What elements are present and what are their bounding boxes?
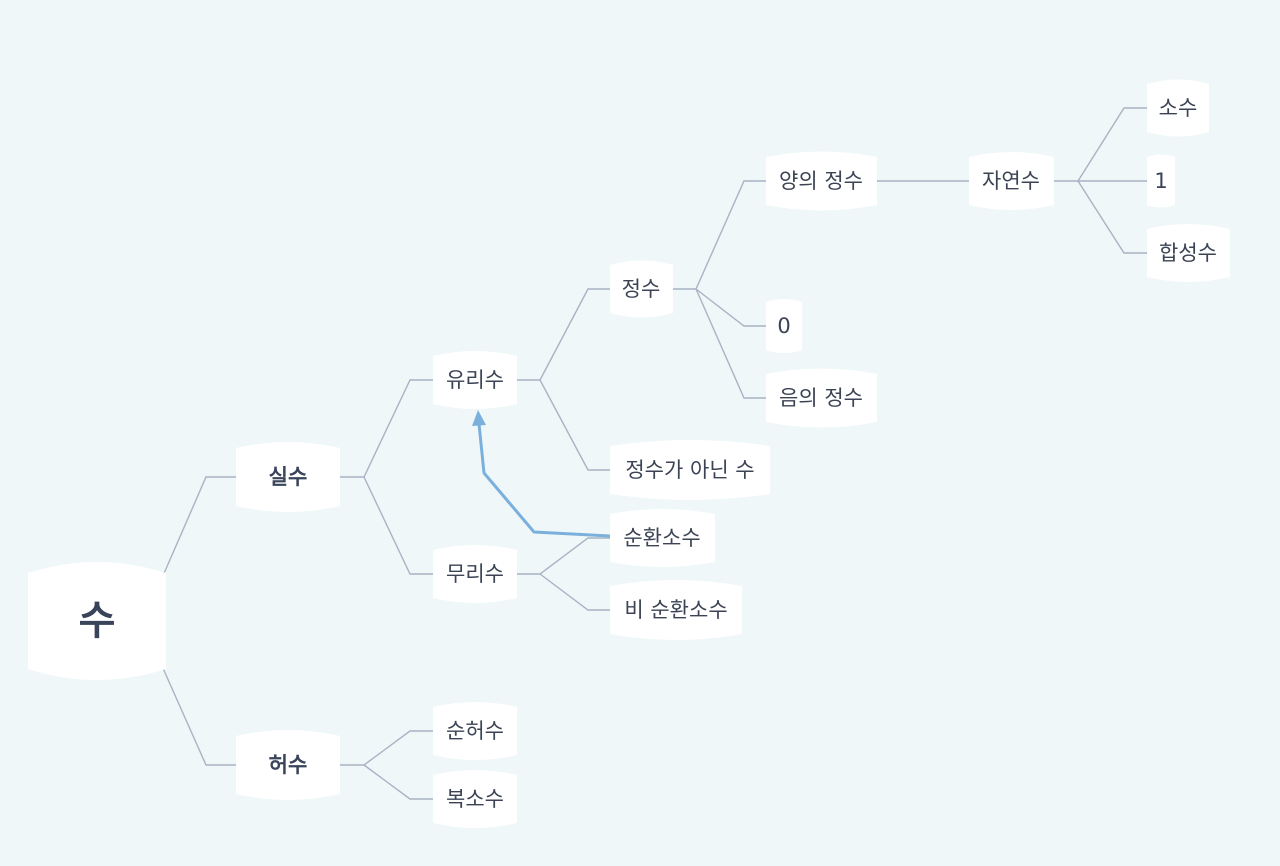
link-imaginary-complex: [363, 764, 433, 800]
link-real-irrational: [363, 476, 433, 575]
node-negative-integer[interactable]: 음의 정수: [766, 368, 877, 428]
node-irrational[interactable]: 무리수: [433, 545, 517, 603]
node-label: 음의 정수: [779, 386, 863, 410]
node-label: 양의 정수: [779, 169, 863, 193]
link-rational-noninteger: [539, 379, 610, 471]
link-integer-positive: [673, 180, 766, 290]
node-shape: [433, 351, 517, 409]
link-natural-composite: [1077, 180, 1147, 254]
node-shape: [433, 770, 517, 828]
node-shape: [766, 151, 877, 211]
node-label: 순환소수: [623, 526, 700, 550]
node-label: 정수가 아닌 수: [625, 458, 754, 482]
node-shape: [28, 562, 166, 680]
node-label: 비 순환소수: [624, 598, 727, 622]
node-shape: [766, 299, 802, 353]
node-complex[interactable]: 복소수: [433, 770, 517, 828]
node-positive-integer[interactable]: 양의 정수: [766, 151, 877, 211]
arrowhead-icon: [472, 410, 486, 426]
node-shape: [1147, 79, 1209, 137]
node-shape: [610, 260, 673, 318]
relationship-arrow[interactable]: [472, 410, 611, 538]
node-label: 복소수: [446, 787, 504, 811]
node-shape: [1147, 154, 1175, 208]
node-label: 무리수: [446, 562, 504, 586]
node-shape: [969, 152, 1054, 210]
link-integer-negative: [695, 288, 766, 399]
node-shape: [766, 368, 877, 428]
node-label: 1: [1154, 169, 1167, 193]
node-zero[interactable]: 0: [766, 299, 802, 353]
relationship-line: [477, 423, 611, 538]
link-root-imaginary: [161, 665, 236, 766]
node-shape: [610, 580, 742, 640]
node-label: 자연수: [982, 169, 1040, 193]
node-label: 소수: [1159, 96, 1198, 120]
node-label: 합성수: [1159, 241, 1217, 265]
node-shape: [1147, 224, 1230, 282]
node-label: 순허수: [446, 719, 504, 743]
node-root[interactable]: 수: [28, 562, 166, 680]
link-root-real: [161, 476, 236, 579]
link-integer-zero: [695, 288, 766, 327]
node-label: 유리수: [446, 368, 504, 392]
node-label: 정수: [622, 277, 661, 301]
node-prime[interactable]: 소수: [1147, 79, 1209, 137]
node-rational[interactable]: 유리수: [433, 351, 517, 409]
node-non-repeating-decimal[interactable]: 비 순환소수: [610, 580, 742, 640]
node-label: 허수: [269, 753, 308, 777]
node-shape: [433, 545, 517, 603]
node-integer[interactable]: 정수: [610, 260, 673, 318]
node-shape: [236, 442, 340, 512]
node-label: 실수: [269, 465, 308, 489]
link-imaginary-pure: [340, 730, 433, 766]
node-real[interactable]: 실수: [236, 442, 340, 512]
link-real-rational: [340, 379, 433, 478]
node-one[interactable]: 1: [1147, 154, 1175, 208]
node-shape: [433, 702, 517, 760]
node-shape: [236, 730, 340, 800]
node-label: 0: [777, 314, 790, 338]
node-shape: [610, 440, 770, 500]
node-shape: [610, 509, 715, 567]
link-rational-integer: [517, 288, 610, 381]
link-irrational-nonrepeating: [539, 573, 610, 611]
link-irrational-repeating: [517, 537, 610, 575]
node-pure-imaginary[interactable]: 순허수: [433, 702, 517, 760]
node-imaginary[interactable]: 허수: [236, 730, 340, 800]
node-repeating-decimal[interactable]: 순환소수: [610, 509, 715, 567]
node-composite[interactable]: 합성수: [1147, 224, 1230, 282]
node-label: 수: [79, 598, 116, 644]
branch-links: [161, 107, 1147, 800]
link-natural-prime: [1054, 107, 1147, 182]
node-natural-number[interactable]: 자연수: [969, 152, 1054, 210]
node-non-integer[interactable]: 정수가 아닌 수: [610, 440, 770, 500]
